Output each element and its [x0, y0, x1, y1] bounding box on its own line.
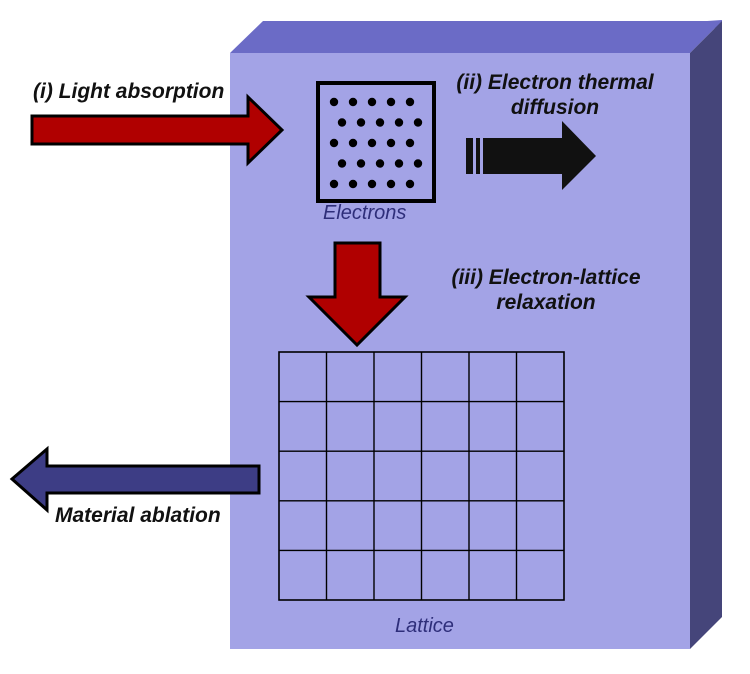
material-ablation-arrow	[9, 445, 261, 514]
lattice-grid	[278, 351, 565, 601]
thermal-diffusion-arrow	[466, 121, 596, 190]
light-absorption-label: (i) Light absorption	[33, 80, 225, 103]
relaxation-label-line1: (iii) Electron-lattice	[451, 266, 641, 289]
electron-dot	[405, 97, 415, 107]
electron-dot	[356, 159, 366, 168]
electron-dot	[405, 138, 415, 148]
lattice-label: Lattice	[395, 615, 454, 637]
slab-side-face	[690, 21, 722, 649]
electron-dot	[405, 179, 415, 189]
electron-dot	[337, 159, 347, 168]
electron-dot	[348, 179, 358, 189]
electron-dots	[329, 97, 423, 189]
electron-dot	[386, 97, 396, 107]
electron-dot	[375, 159, 385, 168]
electron-dot	[348, 138, 358, 148]
electron-dot	[386, 179, 396, 189]
electron-dot	[329, 97, 339, 107]
material-ablation-label: Material ablation	[55, 504, 221, 527]
electrons-label: Electrons	[323, 202, 407, 224]
electron-dot	[348, 97, 358, 107]
electron-dot	[329, 179, 339, 189]
electron-dot	[337, 118, 347, 127]
relaxation-label: (iii) Electron-lattice relaxation	[430, 265, 662, 315]
slab-top-face-bevel	[230, 21, 722, 53]
electron-dot	[394, 118, 404, 127]
electron-dot	[367, 97, 377, 107]
electron-dot	[394, 159, 404, 168]
relaxation-label-line2: relaxation	[496, 291, 596, 314]
thermal-diffusion-label-line1: (ii) Electron thermal	[456, 71, 654, 94]
electron-dot	[375, 118, 385, 127]
light-absorption-arrow	[30, 93, 285, 167]
electron-dot	[413, 118, 423, 127]
electron-dot	[367, 179, 377, 189]
electron-dot	[367, 138, 377, 148]
electron-dot	[413, 159, 423, 168]
electron-dot	[329, 138, 339, 148]
electron-dot	[356, 118, 366, 127]
electron-dot	[386, 138, 396, 148]
thermal-diffusion-label-line2: diffusion	[510, 96, 600, 119]
relaxation-arrow	[305, 241, 409, 348]
slab-front-face	[230, 53, 690, 649]
thermal-diffusion-label: (ii) Electron thermal diffusion	[440, 70, 670, 120]
